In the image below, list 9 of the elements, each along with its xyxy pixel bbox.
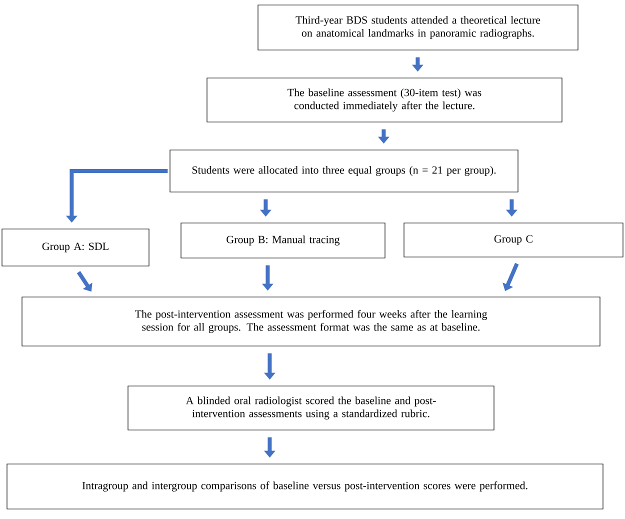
process-box: The post-intervention assessment was performed four weeks after the learning session for all groups. The assessment format was the same as at baseline. (22, 296, 600, 346)
process-box: A blinded oral radiologist scored the baseline and post-intervention assessments using a standardized rubric. (128, 386, 494, 430)
process-box: Intragroup and intergroup comparisons of baseline versus post-intervention scores were performed. (6, 464, 604, 510)
process-box: The baseline assessment (30-item test) was conducted immediately after the lecture. (206, 78, 562, 122)
process-box: Third-year BDS students attended a theoretical lecture on anatomical landmarks in panoramic radiographs. (258, 4, 578, 50)
process-box: Group C (404, 222, 624, 258)
process-box: Group B: Manual tracing (180, 222, 386, 258)
process-box: Students were allocated into three equal groups (n = 21 per group). (170, 150, 518, 192)
process-box: Group A: SDL (2, 228, 150, 266)
